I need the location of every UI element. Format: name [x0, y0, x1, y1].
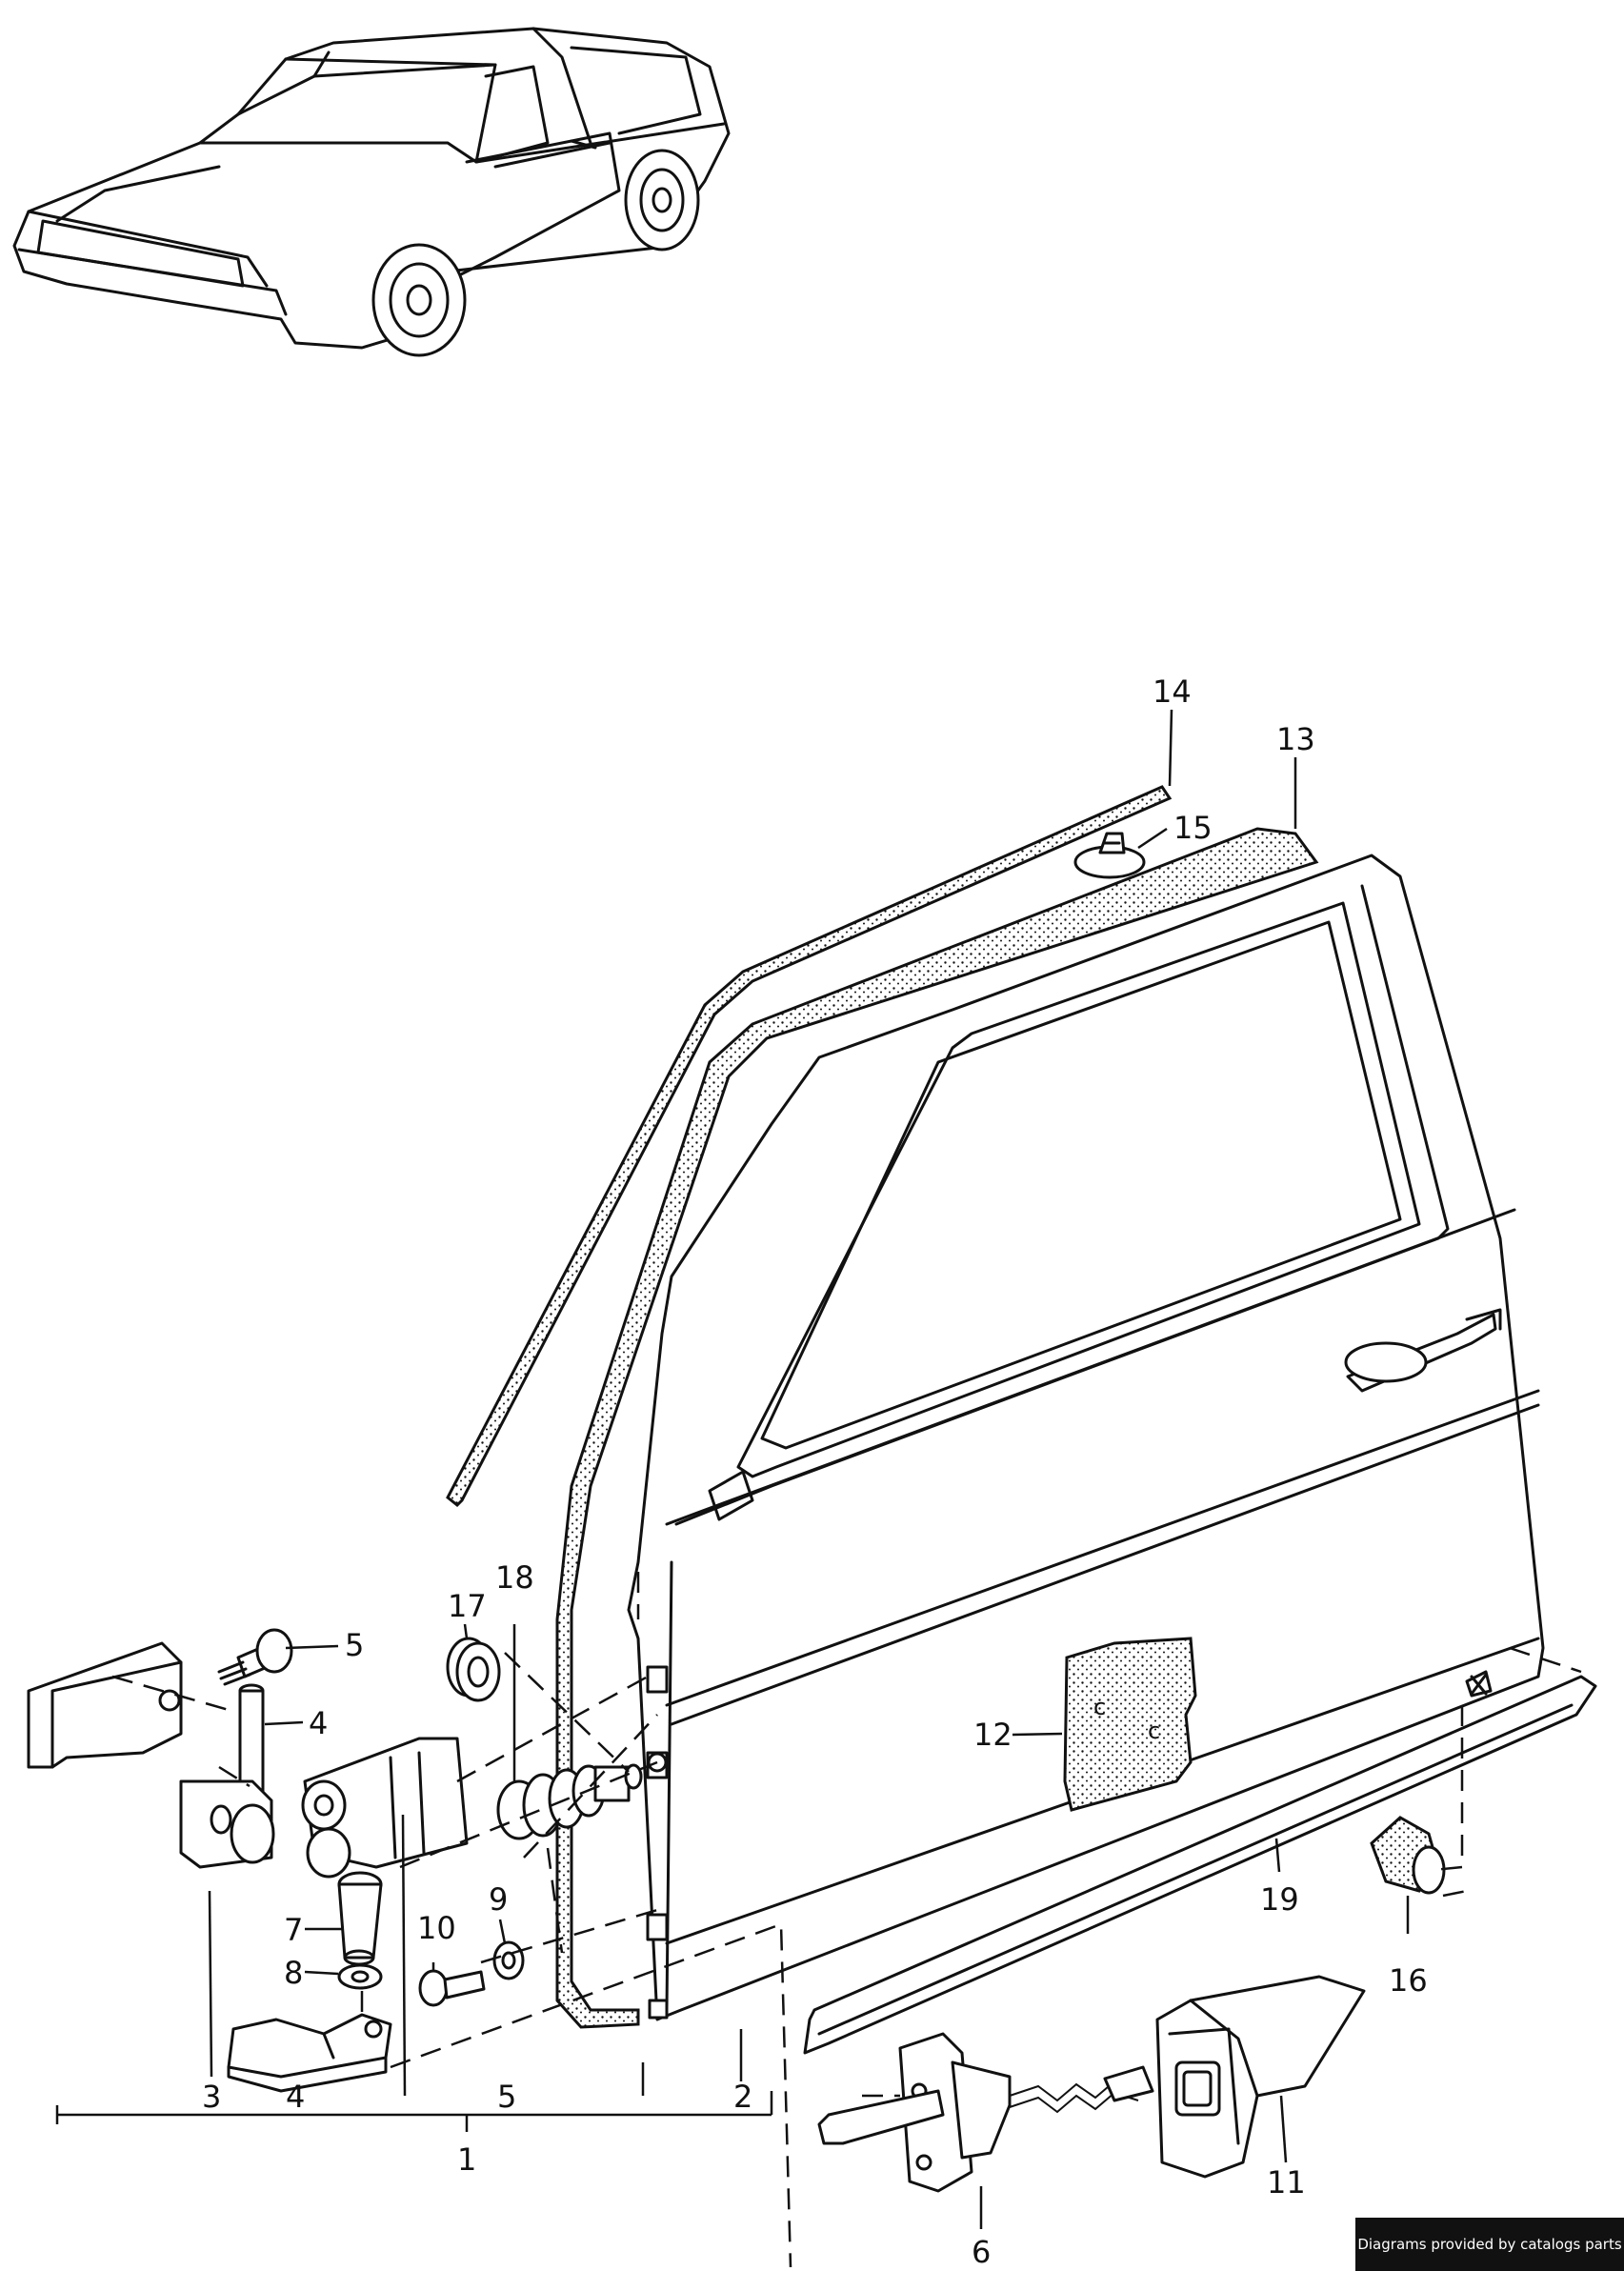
callout-11: 11 — [1267, 2164, 1306, 2201]
car-overview-illustration — [12, 27, 731, 357]
callout-10: 10 — [417, 1910, 456, 1946]
callout-17: 17 — [448, 1588, 487, 1624]
callout-14: 14 — [1153, 673, 1192, 710]
part-4-hinge-pin — [238, 1683, 265, 1793]
callout-16: 16 — [1389, 1962, 1428, 1999]
callout-18: 18 — [495, 1559, 534, 1596]
callout-7: 7 — [284, 1912, 303, 1948]
part-9-washer — [492, 1940, 525, 1980]
callout-1: 1 — [457, 2141, 476, 2178]
svg-text:c: c — [1093, 1694, 1106, 1720]
part-8-washer — [337, 1963, 383, 1990]
part-6-door-check-strap — [817, 2032, 1154, 2193]
callout-15: 15 — [1173, 810, 1213, 846]
part-2-door-shell — [627, 854, 1545, 2021]
part-10-screw — [418, 1969, 486, 2007]
part-hinge-door-half — [301, 1737, 469, 1879]
callout-4-bottom: 4 — [286, 2079, 305, 2115]
part-12-damping-pad: c c — [1063, 1637, 1197, 1812]
callout-5-bottom: 5 — [497, 2079, 516, 2115]
callout-8: 8 — [284, 1955, 303, 1991]
callout-3: 3 — [202, 2079, 221, 2115]
part-15-clip — [1073, 832, 1146, 879]
callout-5-top: 5 — [345, 1627, 364, 1663]
svg-text:c: c — [1148, 1718, 1160, 1744]
callout-2: 2 — [733, 2079, 752, 2115]
part-3-hinge-body-part — [27, 1641, 275, 1869]
assembly-dashed-lines — [111, 1572, 1582, 2268]
callout-13: 13 — [1276, 721, 1315, 757]
callout-leaders — [55, 709, 1410, 2229]
callout-19: 19 — [1260, 1881, 1299, 1918]
part-17-grommet — [446, 1637, 501, 1702]
part-16-clip — [1370, 1816, 1446, 1895]
footer-credit: Diagrams provided by catalogs parts — [1355, 2218, 1624, 2271]
callout-labels: 14 13 15 17 18 5 4 7 8 10 9 12 19 16 3 4… — [202, 673, 1428, 2270]
part-hinge-plate — [227, 2013, 392, 2093]
part-11-lock-cover — [1155, 1975, 1366, 2179]
part-7-bushing — [337, 1871, 383, 1966]
callout-4-top: 4 — [309, 1705, 328, 1741]
part-5-hinge-bolt — [217, 1628, 293, 1686]
callout-6: 6 — [972, 2234, 991, 2270]
part-14-roof-seal — [446, 785, 1173, 1508]
callout-9: 9 — [489, 1881, 508, 1918]
part-18-door-check-buffer — [496, 1763, 643, 1840]
callout-12: 12 — [973, 1717, 1012, 1753]
part-19-trim-strip — [803, 1675, 1597, 2055]
